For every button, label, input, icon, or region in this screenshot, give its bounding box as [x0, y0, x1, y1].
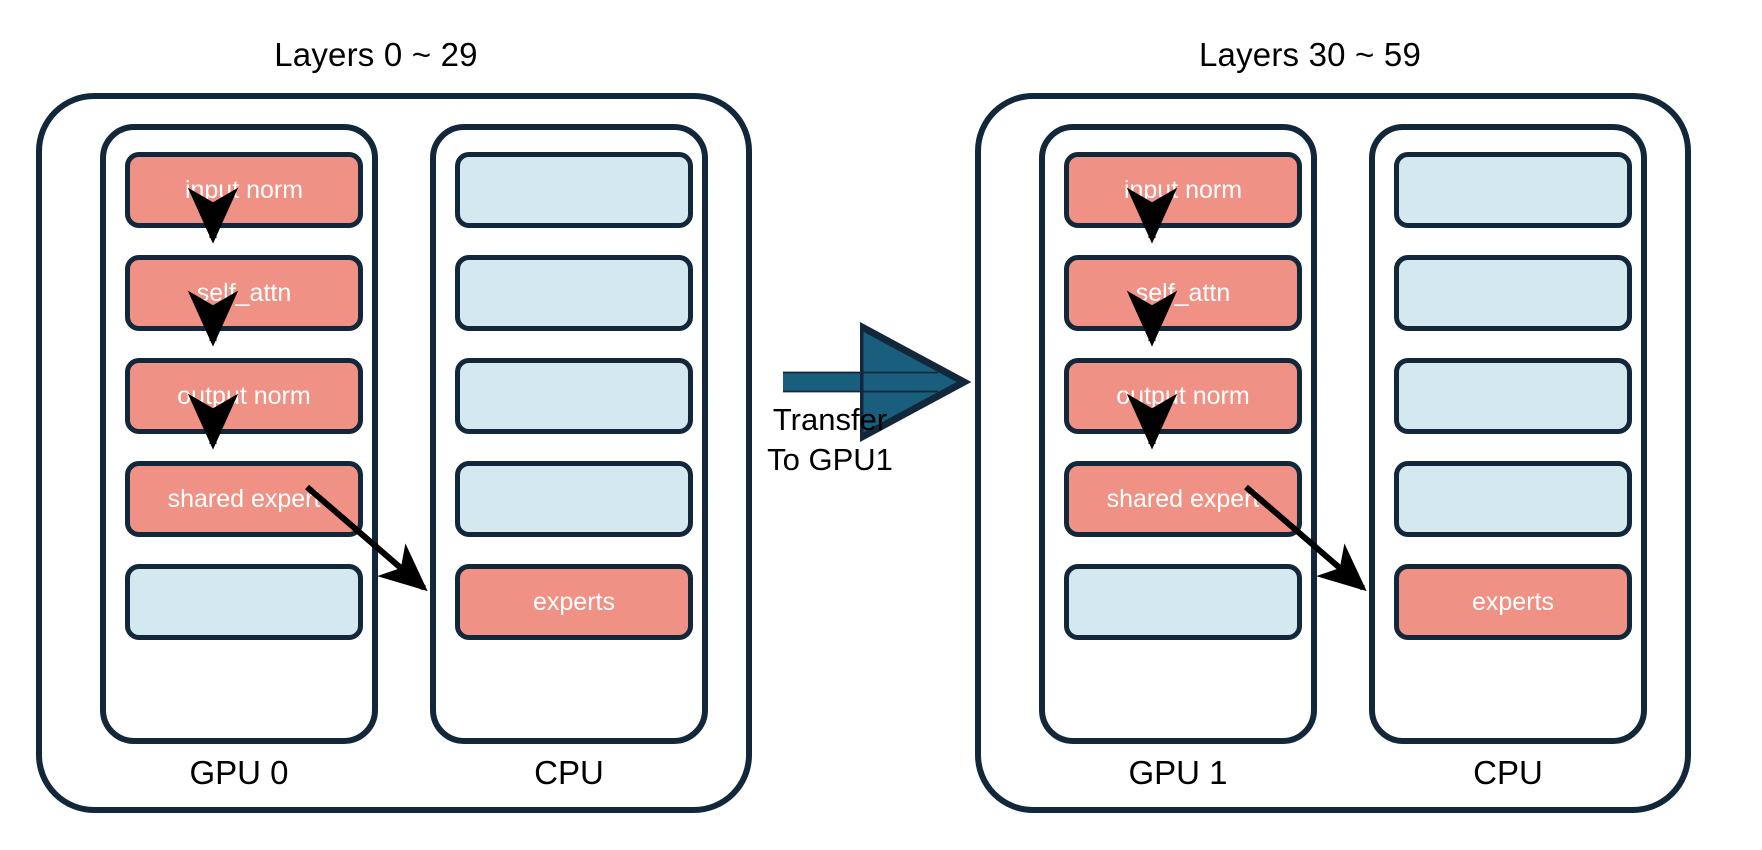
panel-title-right: Layers 30 ~ 59	[1198, 36, 1422, 73]
empty-slot-box[interactable]	[1394, 152, 1632, 228]
empty-slot-box[interactable]	[125, 564, 363, 640]
module-box-self-attn[interactable]: self_attn	[1064, 255, 1302, 331]
device-label-cpu-left: CPU	[534, 754, 604, 791]
empty-slot-box[interactable]	[1394, 358, 1632, 434]
transfer-arrow-label: Transfer To GPU1	[700, 400, 960, 480]
module-box-input-norm[interactable]: input norm	[1064, 152, 1302, 228]
cpu-column-left: experts	[430, 124, 708, 744]
module-box-input-norm[interactable]: input norm	[125, 152, 363, 228]
gpu-column-left: input norm self_attn output norm shared …	[100, 124, 378, 744]
empty-slot-box[interactable]	[1394, 255, 1632, 331]
device-label-gpu-0: GPU 0	[189, 754, 289, 791]
device-label-gpu-1: GPU 1	[1128, 754, 1228, 791]
transfer-label-line1: Transfer	[772, 402, 888, 437]
empty-slot-box[interactable]	[1064, 564, 1302, 640]
module-box-shared-expert[interactable]: shared expert	[1064, 461, 1302, 537]
empty-slot-box[interactable]	[1394, 461, 1632, 537]
module-box-self-attn[interactable]: self_attn	[125, 255, 363, 331]
device-panel-right: input norm self_attn output norm shared …	[975, 93, 1691, 813]
transfer-arrow	[783, 373, 948, 392]
panel-title-left: Layers 0 ~ 29	[274, 36, 478, 73]
device-panel-left: input norm self_attn output norm shared …	[36, 93, 752, 813]
module-box-output-norm[interactable]: output norm	[125, 358, 363, 434]
device-label-cpu-right: CPU	[1473, 754, 1543, 791]
module-box-experts[interactable]: experts	[1394, 564, 1632, 640]
module-box-experts[interactable]: experts	[455, 564, 693, 640]
empty-slot-box[interactable]	[455, 358, 693, 434]
empty-slot-box[interactable]	[455, 461, 693, 537]
empty-slot-box[interactable]	[455, 255, 693, 331]
module-box-shared-expert[interactable]: shared expert	[125, 461, 363, 537]
transfer-label-line2: To GPU1	[767, 442, 893, 477]
gpu-column-right: input norm self_attn output norm shared …	[1039, 124, 1317, 744]
empty-slot-box[interactable]	[455, 152, 693, 228]
module-box-output-norm[interactable]: output norm	[1064, 358, 1302, 434]
cpu-column-right: experts	[1369, 124, 1647, 744]
